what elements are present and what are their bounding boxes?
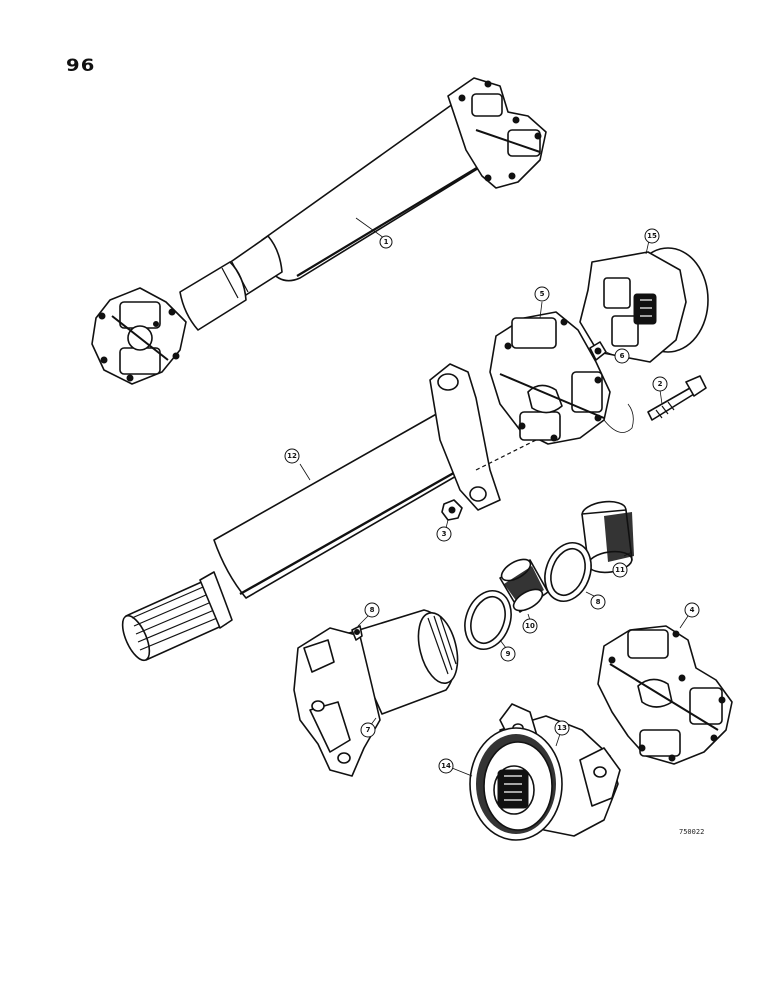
svg-text:14: 14 bbox=[441, 762, 451, 770]
svg-text:6: 6 bbox=[620, 352, 625, 360]
callout-9: 9 bbox=[500, 646, 516, 662]
shaft-yoke bbox=[121, 363, 537, 662]
svg-text:15: 15 bbox=[647, 232, 657, 240]
callout-13: 13 bbox=[554, 720, 570, 736]
svg-text:11: 11 bbox=[615, 566, 625, 574]
callout-8b: 8 bbox=[364, 602, 380, 618]
callout-10: 10 bbox=[522, 618, 538, 634]
svg-text:8: 8 bbox=[370, 606, 375, 614]
nut bbox=[441, 499, 463, 521]
flange-yoke-upper bbox=[579, 247, 709, 363]
universal-joint-lower bbox=[597, 625, 733, 765]
washer-lower bbox=[464, 590, 512, 650]
svg-text:9: 9 bbox=[506, 650, 511, 658]
svg-text:1: 1 bbox=[384, 238, 389, 246]
svg-text:4: 4 bbox=[690, 606, 695, 614]
drawing-id: 750022 bbox=[679, 828, 705, 836]
callout-7: 7 bbox=[360, 722, 376, 738]
drive-shaft-assembly bbox=[91, 77, 547, 385]
svg-text:13: 13 bbox=[557, 724, 567, 732]
callout-2: 2 bbox=[652, 376, 668, 392]
callout-15: 15 bbox=[644, 228, 660, 244]
seal bbox=[499, 558, 549, 613]
svg-text:10: 10 bbox=[525, 622, 535, 630]
bolt bbox=[647, 375, 707, 421]
svg-text:7: 7 bbox=[366, 726, 371, 734]
callout-3: 3 bbox=[436, 526, 452, 542]
svg-text:2: 2 bbox=[658, 380, 663, 388]
svg-text:3: 3 bbox=[442, 530, 447, 538]
svg-text:8: 8 bbox=[596, 598, 601, 606]
callout-8: 8 bbox=[590, 594, 606, 610]
callout-12: 12 bbox=[284, 448, 300, 464]
svg-text:12: 12 bbox=[287, 452, 297, 460]
callout-11: 11 bbox=[612, 562, 628, 578]
callout-5: 5 bbox=[534, 286, 550, 302]
grease-fitting-lower bbox=[351, 625, 363, 641]
washer bbox=[544, 542, 592, 602]
callout-6: 6 bbox=[614, 348, 630, 364]
dust-cap bbox=[581, 500, 634, 574]
page-number: 96 bbox=[66, 56, 96, 76]
callout-14: 14 bbox=[438, 758, 454, 774]
callout-4: 4 bbox=[684, 602, 700, 618]
callout-1: 1 bbox=[379, 235, 393, 249]
flange bbox=[469, 727, 563, 841]
sleeve-yoke bbox=[293, 609, 459, 777]
svg-text:5: 5 bbox=[540, 290, 545, 298]
